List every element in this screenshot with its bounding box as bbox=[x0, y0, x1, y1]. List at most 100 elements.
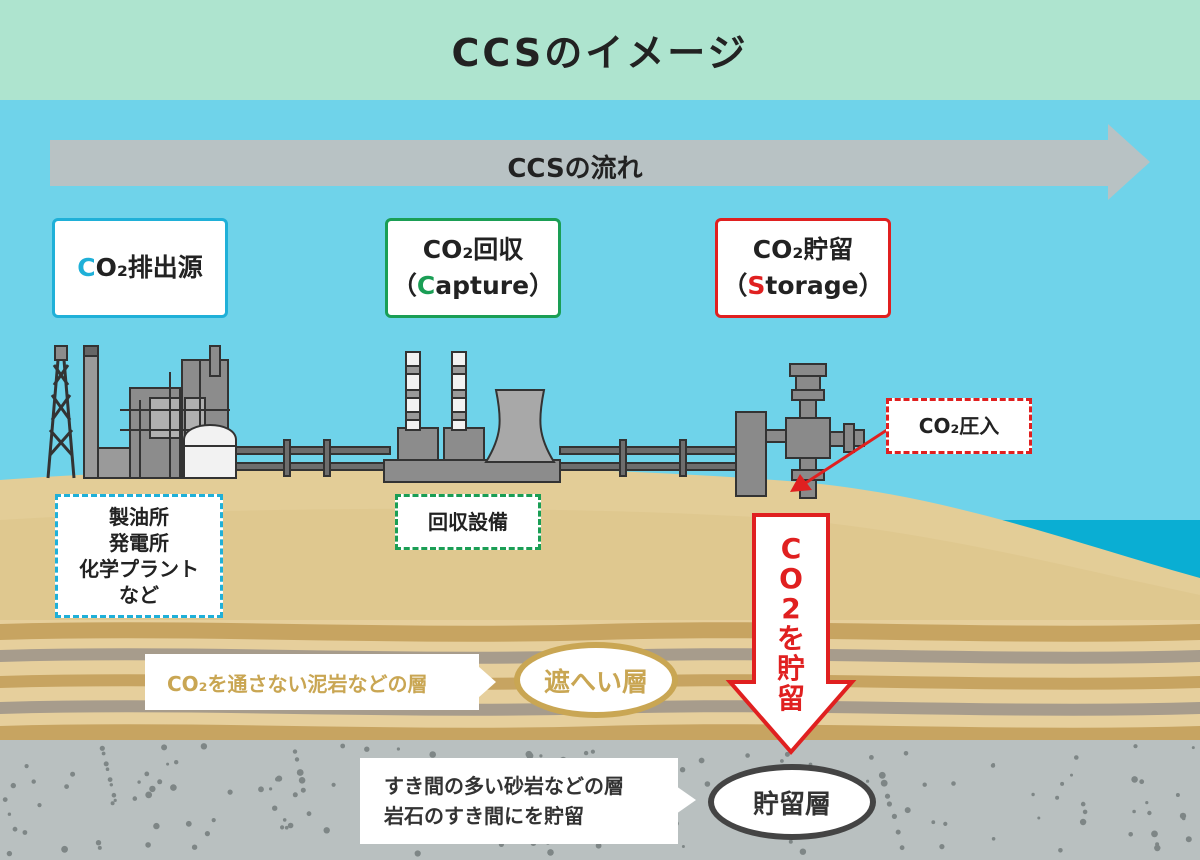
grain-dot bbox=[161, 744, 168, 751]
grain-dot bbox=[1191, 746, 1195, 750]
grain-dot bbox=[1145, 801, 1149, 805]
grain-dot bbox=[105, 767, 110, 771]
grain-dot bbox=[284, 825, 289, 830]
grain-dot bbox=[931, 820, 936, 825]
grain-dot bbox=[10, 782, 16, 789]
stage-label: CO₂貯留 bbox=[752, 235, 854, 264]
page-title: CCSのイメージ bbox=[451, 31, 749, 75]
grain-dot bbox=[61, 845, 68, 853]
source-example: 発電所 bbox=[109, 531, 169, 555]
injection-label-box: CO₂圧入 bbox=[886, 398, 1032, 454]
storage-arrow-char: 2 bbox=[781, 592, 801, 625]
reservoir-description-line: 岩石のすき間にを貯留 bbox=[384, 804, 584, 828]
grain-dot bbox=[1037, 816, 1041, 820]
grain-dot bbox=[170, 784, 177, 791]
grain-dot bbox=[275, 776, 280, 782]
flow-arrow bbox=[50, 124, 1150, 200]
grain-dot bbox=[340, 743, 346, 749]
paren-open: （ bbox=[722, 271, 748, 300]
grain-dot bbox=[24, 764, 29, 769]
grain-dot bbox=[951, 781, 956, 786]
grain-dot bbox=[1080, 801, 1086, 807]
grain-dot bbox=[1128, 832, 1133, 837]
grain-dot bbox=[227, 789, 233, 795]
capture-plant bbox=[383, 351, 561, 483]
grain-dot bbox=[272, 805, 278, 811]
paren-close: ） bbox=[529, 271, 555, 300]
grain-dot bbox=[37, 803, 42, 808]
grain-dot bbox=[292, 792, 298, 798]
storage-arrow-char: 貯 bbox=[776, 652, 805, 685]
grain-dot bbox=[103, 761, 109, 767]
grain-dot bbox=[547, 849, 554, 856]
grain-dot bbox=[298, 777, 306, 784]
grain-dot bbox=[886, 801, 893, 807]
grain-dot bbox=[7, 812, 12, 816]
grain-dot bbox=[884, 793, 891, 799]
grain-dot bbox=[64, 784, 69, 789]
grain-dot bbox=[904, 807, 911, 814]
grain-dot bbox=[204, 831, 210, 837]
stage-capture: CO₂回収 （Capture） bbox=[385, 218, 561, 318]
grain-dot bbox=[1074, 755, 1079, 760]
stage-label: O₂排出源 bbox=[95, 253, 203, 282]
grain-dot bbox=[891, 813, 898, 820]
grain-dot bbox=[6, 850, 13, 857]
stage-accent-letter: C bbox=[77, 253, 96, 282]
grain-dot bbox=[681, 845, 685, 848]
grain-dot bbox=[95, 840, 102, 846]
grain-dot bbox=[306, 811, 312, 817]
grain-dot bbox=[1131, 776, 1138, 783]
stage-emission-source: CO₂排出源 bbox=[52, 218, 228, 318]
grain-dot bbox=[280, 825, 285, 830]
grain-dot bbox=[12, 826, 18, 832]
grain-dot bbox=[157, 779, 163, 785]
grain-dot bbox=[1055, 795, 1060, 800]
grain-dot bbox=[1070, 773, 1073, 777]
grain-dot bbox=[414, 850, 421, 857]
grain-dot bbox=[331, 782, 336, 787]
storage-arrow bbox=[725, 513, 857, 756]
grain-dot bbox=[784, 751, 790, 757]
reservoir-description-line: すき間の多い砂岩などの層 bbox=[384, 774, 624, 798]
industrial-plant bbox=[46, 345, 237, 479]
land-shade bbox=[0, 508, 1200, 625]
grain-dot bbox=[595, 842, 602, 849]
reservoir-description-callout: すき間の多い砂岩などの層 岩石のすき間にを貯留 bbox=[360, 758, 678, 844]
grain-dot bbox=[101, 751, 106, 756]
grain-dot bbox=[1185, 836, 1192, 843]
reservoir-name-oval: 貯留層 bbox=[708, 764, 876, 840]
storage-arrow-char: を bbox=[776, 622, 805, 655]
grain-dot bbox=[1147, 810, 1152, 816]
grain-dot bbox=[878, 771, 886, 779]
grain-dot bbox=[869, 755, 874, 760]
grain-dot bbox=[211, 818, 216, 823]
grain-dot bbox=[679, 767, 686, 773]
storage-arrow-char: 留 bbox=[776, 682, 805, 715]
grain-dot bbox=[144, 771, 150, 777]
grain-dot bbox=[590, 749, 596, 754]
grain-dot bbox=[110, 801, 115, 806]
source-example: 化学プラント bbox=[79, 557, 199, 581]
grain-dot bbox=[287, 822, 294, 829]
grain-dot bbox=[185, 820, 192, 827]
grain-dot bbox=[788, 839, 793, 844]
grain-dot bbox=[583, 750, 589, 756]
grain-dot bbox=[70, 771, 76, 777]
grain-dot bbox=[1132, 809, 1136, 814]
grain-dot bbox=[364, 746, 370, 752]
grain-dot bbox=[99, 745, 105, 751]
caprock-name: 遮へい層 bbox=[543, 667, 648, 698]
injection-arrow bbox=[790, 426, 891, 492]
grain-dot bbox=[200, 743, 208, 750]
grain-dot bbox=[1181, 816, 1186, 821]
grain-dot bbox=[97, 845, 102, 850]
stage-accent-letter: C bbox=[416, 271, 436, 300]
stage-accent-letter: S bbox=[747, 271, 766, 300]
grain-dot bbox=[31, 779, 36, 784]
caprock-description: CO₂を通さない泥岩などの層 bbox=[167, 671, 428, 696]
grain-dot bbox=[991, 837, 996, 841]
caprock-callout-pointer bbox=[478, 666, 496, 698]
capture-facility-label: 回収設備 bbox=[428, 510, 508, 534]
grain-dot bbox=[107, 777, 113, 782]
